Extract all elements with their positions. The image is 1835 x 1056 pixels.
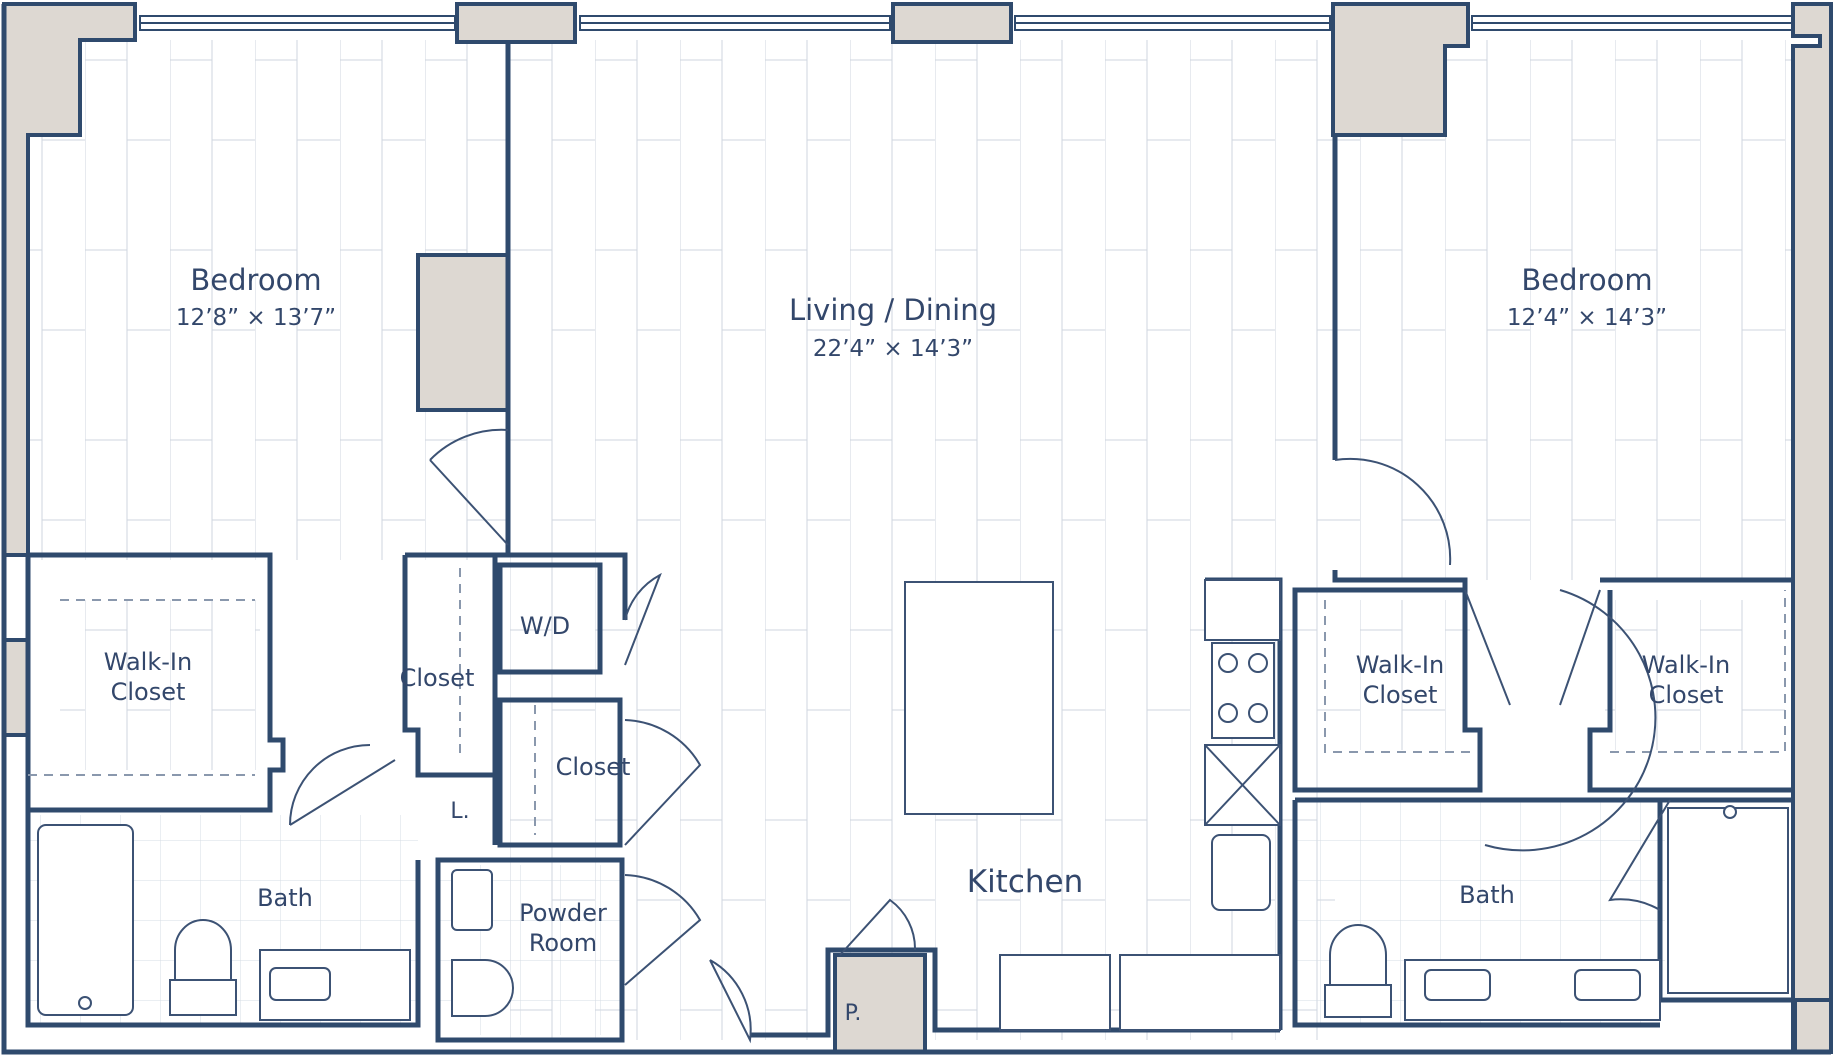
powder-room-line2: Room: [529, 929, 597, 957]
walkin-left-line1: Walk-In: [104, 648, 192, 676]
walkin-right-line1: Walk-In: [1642, 651, 1730, 679]
closet-a-name: Closet: [400, 664, 475, 692]
closet-b-name: Closet: [556, 753, 631, 781]
bedroom-left-dims: 12’8” × 13’7”: [176, 305, 336, 331]
bedroom-left-name: Bedroom: [190, 263, 321, 297]
toilet-left: [174, 919, 232, 981]
walkin-left-line2: Closet: [111, 678, 186, 706]
toilet-powder: [451, 959, 514, 1017]
linen-name: L.: [450, 799, 469, 824]
washer-dryer-name: W/D: [520, 612, 570, 640]
walkin-mid-line2: Closet: [1363, 681, 1438, 709]
walkin-right-line2: Closet: [1649, 681, 1724, 709]
sink-powder: [451, 869, 493, 931]
kitchen-appliances: [999, 579, 1281, 1031]
pantry-name: P.: [845, 1001, 862, 1026]
bedroom-right-dims: 12’4” × 14’3”: [1507, 305, 1667, 331]
bath-left-name: Bath: [257, 884, 313, 912]
bath-fixtures: [37, 805, 1789, 1021]
bedroom-right-name: Bedroom: [1521, 263, 1652, 297]
toilet-right: [1329, 924, 1387, 986]
powder-room-line1: Powder: [519, 899, 607, 927]
windows: [139, 15, 1793, 31]
kitchen-name: Kitchen: [967, 864, 1084, 900]
living-dining-name: Living / Dining: [789, 293, 997, 327]
room-labels: Bedroom 12’8” × 13’7” Living / Dining 22…: [104, 263, 1730, 1026]
walls: [1, 4, 1831, 1055]
shower-right: [1667, 807, 1789, 994]
walkin-mid-line1: Walk-In: [1356, 651, 1444, 679]
kitchen-island: [904, 581, 1054, 815]
bathtub: [37, 824, 134, 1016]
floor-wood: [28, 40, 1805, 1040]
closet-rods: [28, 568, 1786, 835]
bath-right-name: Bath: [1459, 881, 1515, 909]
doors: [289, 428, 1671, 1044]
living-dining-dims: 22’4” × 14’3”: [813, 336, 973, 362]
